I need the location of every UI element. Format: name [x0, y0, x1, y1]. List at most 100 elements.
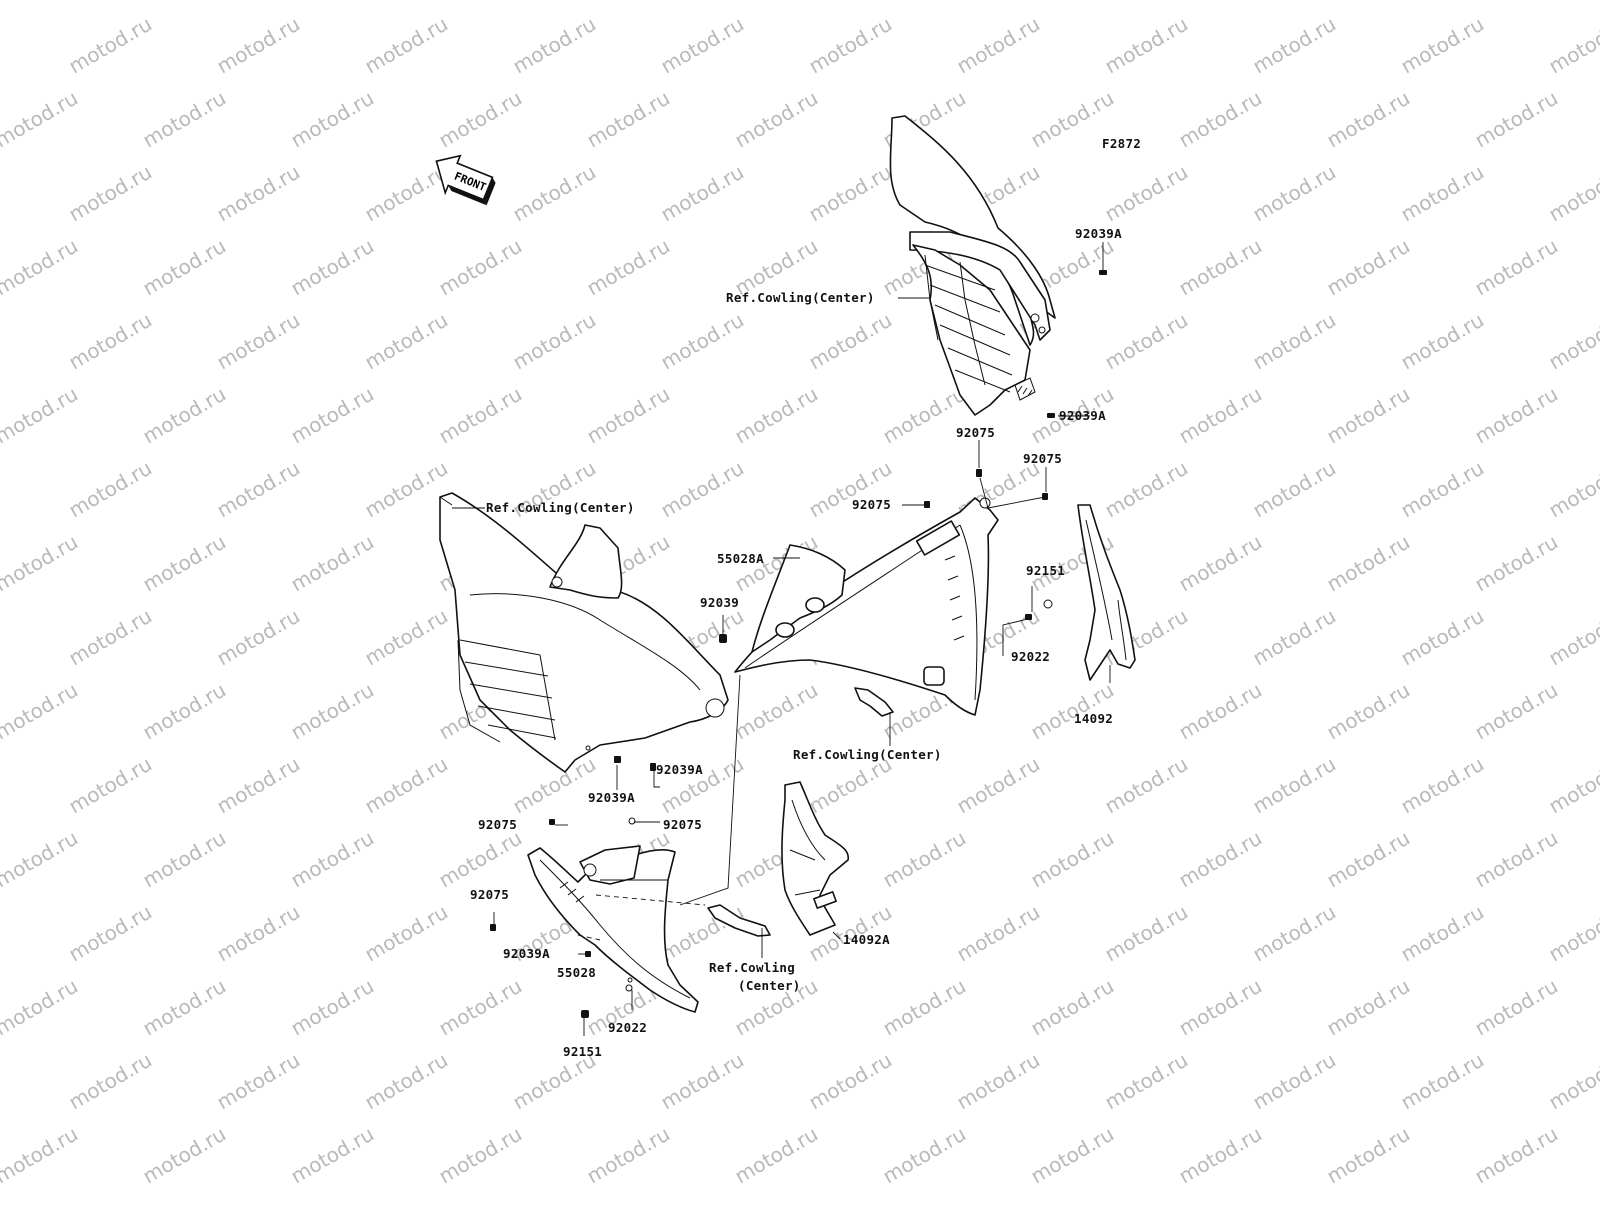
- watermark-text: motod.ru: [805, 456, 896, 523]
- watermark-text: motod.ru: [731, 86, 822, 153]
- watermark-text: motod.ru: [65, 604, 156, 671]
- watermark-text: motod.ru: [1175, 234, 1266, 301]
- watermark-text: motod.ru: [1101, 900, 1192, 967]
- watermark-text: motod.ru: [731, 382, 822, 449]
- label-92075: 92075: [1023, 451, 1062, 466]
- watermark-text: motod.ru: [361, 308, 452, 375]
- watermark-text: motod.ru: [1471, 974, 1562, 1041]
- watermark-text: motod.ru: [657, 900, 748, 967]
- watermark-text: motod.ru: [287, 0, 378, 4]
- label-92151: 92151: [563, 1044, 602, 1059]
- watermark-text: motod.ru: [1471, 678, 1562, 745]
- watermark-text: motod.ru: [361, 604, 452, 671]
- label-ref-cowling-lower-sub: (Center): [738, 978, 801, 993]
- watermark-text: motod.ru: [0, 1122, 82, 1189]
- label-92075: 92075: [852, 497, 891, 512]
- watermark-text: motod.ru: [1323, 86, 1414, 153]
- watermark-text: motod.ru: [1397, 900, 1488, 967]
- watermark-text: motod.ru: [657, 1048, 748, 1115]
- watermark-text: motod.ru: [583, 86, 674, 153]
- label-14092a: 14092A: [843, 932, 890, 947]
- watermark-text: motod.ru: [1249, 900, 1340, 967]
- watermark-text: motod.ru: [435, 234, 526, 301]
- watermark-text: motod.ru: [287, 826, 378, 893]
- watermark-text: motod.ru: [0, 0, 82, 4]
- watermark-text: motod.ru: [879, 974, 970, 1041]
- watermark-text: motod.ru: [139, 1122, 230, 1189]
- watermark-text: motod.ru: [1545, 308, 1600, 375]
- watermark-text: motod.ru: [435, 382, 526, 449]
- watermark-text: motod.ru: [805, 308, 896, 375]
- watermark-text: motod.ru: [65, 456, 156, 523]
- watermark-text: motod.ru: [1471, 0, 1562, 4]
- watermark-text: motod.ru: [731, 678, 822, 745]
- watermark-text: motod.ru: [1471, 826, 1562, 893]
- watermark-text: motod.ru: [1471, 382, 1562, 449]
- watermark-text: motod.ru: [213, 1048, 304, 1115]
- bolt-icon: [614, 756, 621, 763]
- watermark-text: motod.ru: [1545, 456, 1600, 523]
- watermark-text: motod.ru: [1397, 456, 1488, 523]
- watermark-text: motod.ru: [0, 382, 82, 449]
- watermark-text: motod.ru: [657, 12, 748, 79]
- watermark-text: motod.ru: [1027, 974, 1118, 1041]
- label-ref-cowling-mid: Ref.Cowling(Center): [793, 747, 942, 762]
- watermark-text: motod.ru: [1323, 234, 1414, 301]
- watermark-text: motod.ru: [1323, 0, 1414, 4]
- watermark-text: motod.ru: [213, 604, 304, 671]
- label-92039a: 92039A: [503, 946, 550, 961]
- watermark-text: motod.ru: [65, 160, 156, 227]
- label-92039a: 92039A: [1075, 226, 1122, 241]
- label-92039a: 92039A: [1059, 408, 1106, 423]
- watermark-text: motod.ru: [361, 12, 452, 79]
- watermark-text: motod.ru: [1397, 12, 1488, 79]
- label-92039a: 92039A: [588, 790, 635, 805]
- watermark-text: motod.ru: [435, 0, 526, 4]
- watermark-text: motod.ru: [287, 1122, 378, 1189]
- watermark-text: motod.ru: [731, 0, 822, 4]
- watermark-text: motod.ru: [287, 678, 378, 745]
- watermark-text: motod.ru: [139, 86, 230, 153]
- watermark-text: motod.ru: [1471, 234, 1562, 301]
- watermark-text: motod.ru: [805, 12, 896, 79]
- watermark-text: motod.ru: [139, 382, 230, 449]
- watermark-text: motod.ru: [1323, 530, 1414, 597]
- label-92039a: 92039A: [656, 762, 703, 777]
- watermark-text: motod.ru: [657, 456, 748, 523]
- watermark-text: motod.ru: [1545, 900, 1600, 967]
- watermark-text: motod.ru: [1323, 678, 1414, 745]
- watermark-text: motod.ru: [1545, 604, 1600, 671]
- watermark-text: motod.ru: [1101, 308, 1192, 375]
- label-92075: 92075: [956, 425, 995, 440]
- watermark-text: motod.ru: [1175, 974, 1266, 1041]
- watermark-text: motod.ru: [1101, 456, 1192, 523]
- watermark-text: motod.ru: [731, 1122, 822, 1189]
- watermark-text: motod.ru: [509, 308, 600, 375]
- watermark-text: motod.ru: [583, 0, 674, 4]
- watermark-text: motod.ru: [1323, 974, 1414, 1041]
- watermark-text: motod.ru: [65, 308, 156, 375]
- bolt-icon: [1099, 270, 1107, 275]
- watermark-text: motod.ru: [805, 160, 896, 227]
- watermark-text: motod.ru: [657, 160, 748, 227]
- label-92075: 92075: [478, 817, 517, 832]
- watermark-text: motod.ru: [139, 678, 230, 745]
- label-92022: 92022: [608, 1020, 647, 1035]
- watermark-text: motod.ru: [1101, 752, 1192, 819]
- watermark-text: motod.ru: [1101, 160, 1192, 227]
- watermark-text: motod.ru: [1175, 382, 1266, 449]
- watermark-text: motod.ru: [953, 12, 1044, 79]
- bolt-icon: [976, 469, 982, 477]
- watermark-text: motod.ru: [1249, 456, 1340, 523]
- label-ref-cowling-lower: Ref.Cowling: [709, 960, 795, 975]
- watermark-text: motod.ru: [1397, 604, 1488, 671]
- watermark-text: motod.ru: [213, 456, 304, 523]
- label-55028: 55028: [557, 965, 596, 980]
- watermark-text: motod.ru: [139, 974, 230, 1041]
- bolt-icon: [549, 819, 555, 825]
- watermark-text: motod.ru: [139, 0, 230, 4]
- watermark-text: motod.ru: [1323, 1122, 1414, 1189]
- watermark-text: motod.ru: [1545, 752, 1600, 819]
